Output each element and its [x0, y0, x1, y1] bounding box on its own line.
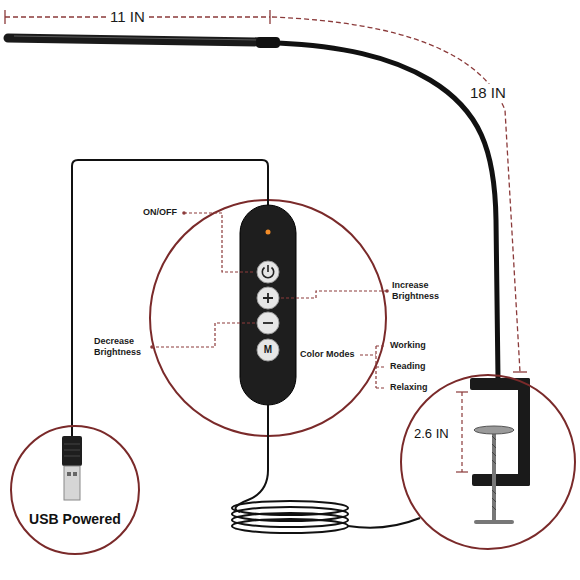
button-label: Color Modes [300, 349, 355, 360]
minus-button [257, 312, 279, 334]
lamp-head-highlight [14, 36, 258, 40]
button-label: Increase Brightness [392, 280, 452, 302]
usb-magnifier-circle: USB Powered [10, 425, 140, 555]
lamp-head [8, 38, 262, 42]
caption-text: USB Powered [10, 511, 140, 528]
circle-outline [400, 374, 576, 550]
usb-plug-body [62, 436, 82, 466]
mode-label: Working [390, 340, 426, 351]
cord [348, 518, 420, 528]
minus-icon [263, 322, 273, 324]
button-label: ON/OFF [143, 207, 177, 218]
clamp-circle-ground [400, 374, 576, 550]
mode-button [257, 339, 279, 361]
clamp-screw [492, 430, 496, 522]
dimension-label: 2.6 IN [414, 426, 449, 442]
gooseneck [278, 43, 498, 378]
dimension-label: 11 IN [106, 8, 149, 26]
dimension-tick [513, 371, 527, 372]
usb-plug-hole [73, 472, 77, 476]
clamp-bottom [472, 474, 530, 486]
dimension-line [461, 392, 462, 472]
button-label: Decrease Brightness [94, 336, 148, 358]
leader-dot [182, 211, 186, 215]
magnifier-circle [150, 200, 386, 436]
dimension-line [272, 17, 520, 372]
mode-label: Reading [390, 361, 426, 372]
remote-body [240, 205, 296, 405]
usb-circle-ground [10, 425, 140, 555]
cord-coil [232, 519, 348, 533]
clamp-back [518, 378, 530, 486]
circle-outline [401, 375, 575, 549]
leader-line [281, 291, 387, 298]
dimension-tick [269, 10, 270, 24]
circle-outline [10, 425, 140, 555]
screw-thread [492, 436, 496, 510]
usb-plug-metal [64, 466, 80, 500]
indicator-light [266, 230, 271, 235]
circle-outline [11, 426, 139, 554]
dimension-label: 18 IN [466, 84, 510, 102]
clamp-pad [474, 426, 514, 434]
screw-handle [476, 520, 512, 524]
dimension-tick [4, 10, 5, 24]
plus-icon [263, 293, 273, 303]
leader-line [152, 323, 255, 347]
dimension-tick [456, 471, 468, 472]
leader-dot [385, 289, 389, 293]
usb-plug-grip [64, 444, 80, 456]
power-icon [267, 265, 269, 272]
dimension-tick [456, 391, 468, 392]
power-cable [72, 160, 268, 436]
cord [236, 405, 269, 512]
plus-button [257, 287, 279, 309]
mode-bracket [360, 346, 386, 388]
leader-line [184, 213, 254, 272]
mode-label: Relaxing [390, 382, 428, 393]
clamp-magnifier-circle: 2.6 IN [400, 374, 576, 550]
usb-plug-hole [67, 472, 71, 476]
button-symbol: M [264, 344, 272, 356]
leader-dot [150, 345, 154, 349]
power-button [257, 261, 279, 283]
